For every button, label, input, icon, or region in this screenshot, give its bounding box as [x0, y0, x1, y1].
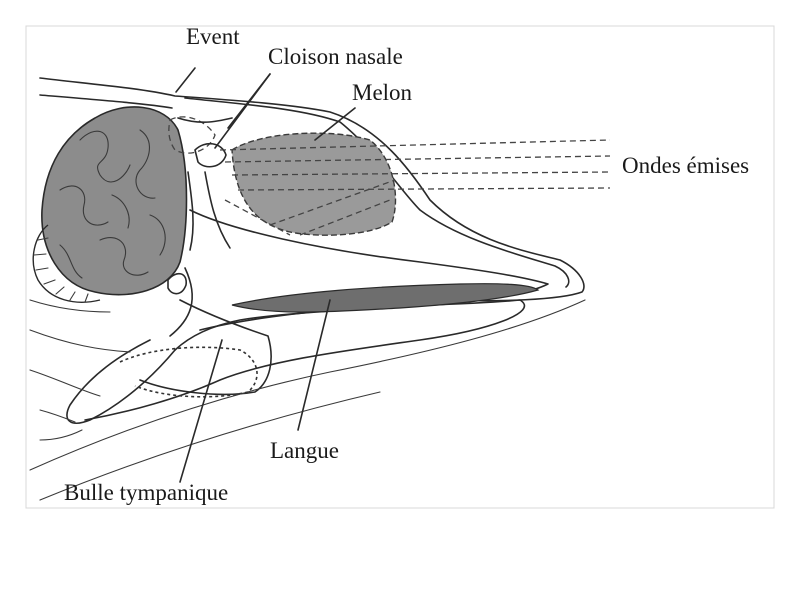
emitted-waves [219, 139, 611, 236]
pointer-lines [175, 67, 356, 483]
label-event: Event [186, 24, 240, 49]
label-melon: Melon [352, 80, 413, 105]
brain [32, 106, 188, 303]
label-bulle-tympanique: Bulle tympanique [64, 480, 228, 505]
label-langue: Langue [270, 438, 339, 463]
label-cloison-nasale: Cloison nasale [268, 44, 403, 69]
tongue [231, 283, 540, 313]
head-outline [29, 77, 586, 501]
ear-ossicle [167, 272, 187, 295]
nasal-passages [168, 116, 233, 251]
tympanic-bulla [119, 346, 258, 398]
label-ondes-emises: Ondes émises [622, 153, 749, 178]
